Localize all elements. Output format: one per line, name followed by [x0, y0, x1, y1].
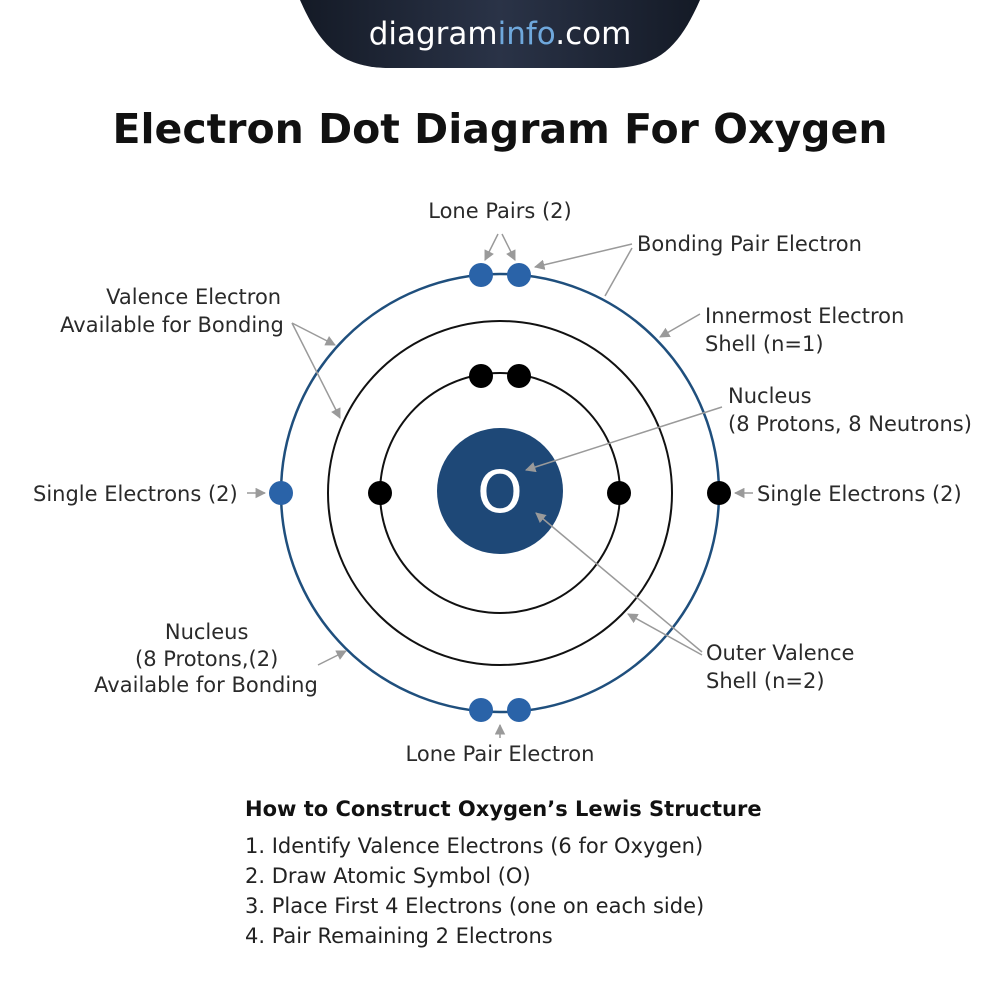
label-outer-shell: Outer Valence Shell (n=2) — [706, 641, 861, 693]
electron-lone-pair-bottom-left — [469, 698, 493, 722]
electron-inner-right — [607, 481, 631, 505]
nucleus-symbol: O — [477, 458, 523, 526]
label-nucleus-bonding: Nucleus (8 Protons,(2) Available for Bon… — [94, 620, 318, 697]
nucleus — [437, 428, 563, 554]
label-valence-available: Valence Electron Available for Bonding — [60, 285, 288, 337]
electron-lone-pair-top-right — [507, 263, 531, 287]
step-item: 1. Identify Valence Electrons (6 for Oxy… — [245, 834, 704, 858]
label-lone-pair-bottom: Lone Pair Electron — [406, 742, 595, 766]
electron-lone-pair-top-left — [469, 263, 493, 287]
leader-lines — [247, 233, 753, 738]
label-innermost-shell: Innermost Electron Shell (n=1) — [705, 304, 911, 356]
label-nucleus-info: Nucleus (8 Protons, 8 Neutrons) — [728, 384, 972, 436]
electron-inner-top-right — [507, 364, 531, 388]
electron-inner-left — [368, 481, 392, 505]
steps-list: 1. Identify Valence Electrons (6 for Oxy… — [245, 831, 965, 951]
step-item: 4. Pair Remaining 2 Electrons — [245, 924, 553, 948]
electron-lone-pair-bottom-right — [507, 698, 531, 722]
construction-steps: How to Construct Oxygen’s Lewis Structur… — [245, 797, 965, 951]
steps-heading: How to Construct Oxygen’s Lewis Structur… — [245, 797, 762, 821]
site-url[interactable]: diagraminfo.com — [369, 16, 632, 52]
electron-inner-top-left — [469, 364, 493, 388]
step-item: 3. Place First 4 Electrons (one on each … — [245, 894, 705, 918]
label-bonding-pair: Bonding Pair Electron — [637, 232, 862, 256]
electron-single-left — [269, 481, 293, 505]
electron-single-right — [707, 481, 731, 505]
site-banner — [300, 0, 700, 68]
middle-shell — [327, 320, 673, 666]
step-item: 2. Draw Atomic Symbol (O) — [245, 864, 531, 888]
label-lone-pairs-top: Lone Pairs (2) — [428, 199, 572, 223]
label-single-right: Single Electrons (2) — [757, 482, 962, 506]
page-title: Electron Dot Diagram For Oxygen — [112, 105, 887, 153]
label-single-left: Single Electrons (2) — [33, 482, 238, 506]
